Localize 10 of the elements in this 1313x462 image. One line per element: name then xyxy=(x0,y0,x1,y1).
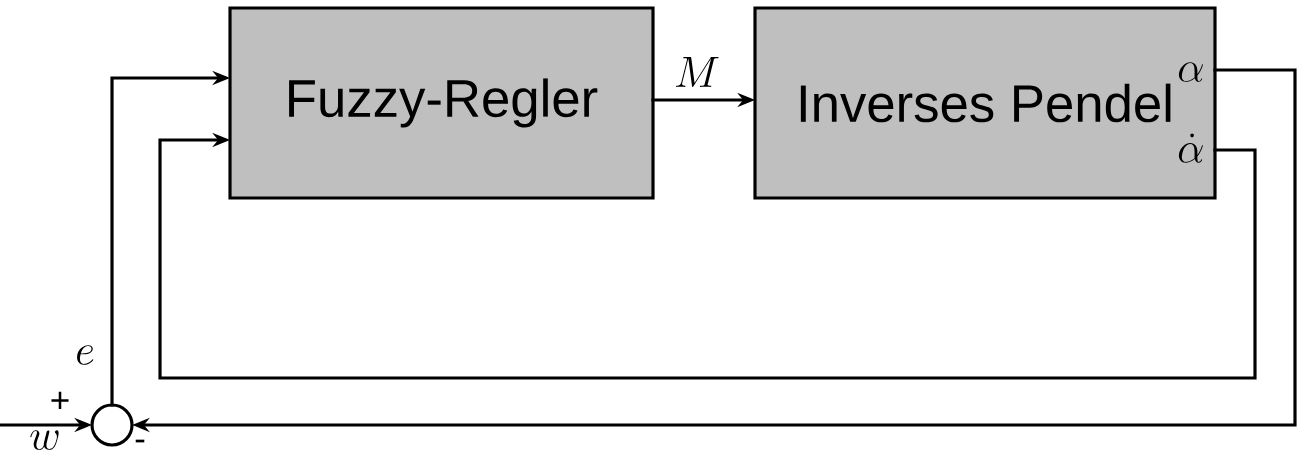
summing-junction xyxy=(90,403,134,447)
port-label: $\alpha$ xyxy=(1178,62,1203,82)
edge-label: $M$ xyxy=(676,57,719,87)
arrow xyxy=(158,132,1257,380)
sign-label: + xyxy=(51,391,69,410)
block-box: Fuzzy-Regler xyxy=(228,6,655,200)
port-label: $\dot{\alpha}$ xyxy=(1178,133,1203,163)
edge-label: $w$ xyxy=(30,430,59,450)
edge-label: $e$ xyxy=(77,345,94,365)
sign-label: - xyxy=(135,439,145,443)
